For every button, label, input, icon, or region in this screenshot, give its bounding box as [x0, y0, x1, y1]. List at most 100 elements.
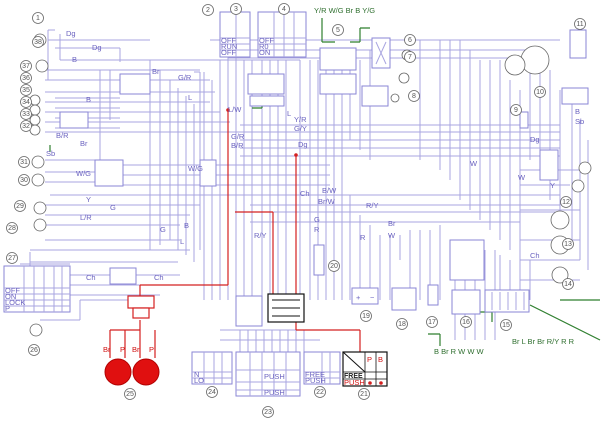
- label-left-dg: Dg: [66, 29, 76, 38]
- label-left-b2: B: [86, 95, 91, 104]
- switch-27-row-0: OFF: [5, 286, 20, 295]
- switch-11: [569, 29, 587, 59]
- connector-right-mid: [539, 149, 559, 181]
- component-number-16: 16: [460, 316, 472, 328]
- component-number-32: 32: [20, 120, 32, 132]
- switch-21-col-0: P: [367, 355, 372, 364]
- wire-labels: Y/R W/G Br B Y/G L/W Dg B B Sb B/R Br G/…: [46, 6, 584, 356]
- lamp-label-0: Br: [103, 345, 111, 354]
- component-number-31: 31: [18, 156, 30, 168]
- label-br: Br: [80, 139, 88, 148]
- label-ch: Ch: [300, 189, 310, 198]
- component-number-text: 18: [398, 321, 406, 328]
- lamp-label-2: Br: [132, 345, 140, 354]
- label-g-left: G: [110, 203, 116, 212]
- component-number-text: 1: [36, 15, 40, 22]
- component-number-1: 1: [32, 12, 44, 24]
- switch-21-col-1: B: [378, 355, 383, 364]
- component-number-text: 31: [20, 159, 28, 166]
- label-gr: G/R: [178, 73, 192, 82]
- component-number-24: 24: [206, 386, 218, 398]
- label-w-mid2: W: [388, 231, 396, 240]
- lamp-label-1: P: [120, 345, 125, 354]
- connector-left-upper: [119, 73, 151, 95]
- component-number-text: 4: [282, 6, 286, 13]
- label-l-left: L: [180, 237, 184, 246]
- connector-top-center-b: [249, 95, 285, 107]
- switch-21-row-1: PUSH: [344, 378, 365, 387]
- component-number-35: 35: [20, 84, 32, 96]
- label-y-r: Y/R: [294, 115, 307, 124]
- label-b-left3: B: [184, 221, 189, 230]
- switch-27-row-1: ON: [5, 292, 16, 301]
- switch-22-row-1: PUSH: [305, 376, 326, 385]
- component-number-text: 38: [34, 39, 42, 46]
- label-sb: Sb: [46, 149, 55, 158]
- label-ch-left: Ch: [86, 273, 96, 282]
- label-y-right: Y: [550, 181, 555, 190]
- component-number-8: 8: [408, 90, 420, 102]
- fuse-9: [519, 111, 529, 129]
- label-connector-5: Y/R W/G Br B Y/G: [314, 6, 375, 15]
- label-dg-left: Dg: [92, 43, 102, 52]
- component-number-text: 25: [126, 391, 134, 398]
- label-ch-left2: Ch: [154, 273, 164, 282]
- switch-24-row-1: LO: [194, 376, 204, 385]
- label-r-left: R: [360, 233, 366, 242]
- component-number-21: 21: [358, 388, 370, 400]
- label-br-top: Br: [152, 67, 160, 76]
- connectors: [59, 47, 589, 327]
- label-b-w: B/W: [322, 186, 337, 195]
- label-r-y: R/Y: [254, 231, 267, 240]
- component-number-29: 29: [14, 200, 26, 212]
- switch-24-row-0: N: [194, 370, 199, 379]
- label-dg-mid: Dg: [298, 140, 308, 149]
- svg-text:+: +: [356, 293, 361, 302]
- component-number-text: 19: [362, 313, 370, 320]
- label-l1: L: [188, 93, 192, 102]
- component-number-20: 20: [328, 260, 340, 272]
- component-number-text: 22: [316, 389, 324, 396]
- component-number-10: 10: [534, 86, 546, 98]
- component-number-text: 34: [22, 99, 30, 106]
- component-number-38: 38: [32, 36, 44, 48]
- component-number-26: 26: [28, 344, 40, 356]
- label-l-r: L/R: [80, 213, 92, 222]
- battery-19: [351, 287, 379, 305]
- svg-text:−: −: [370, 293, 375, 302]
- switch-3-row-2: OFF: [221, 48, 236, 57]
- component-number-text: 10: [536, 89, 544, 96]
- connector-15: [484, 289, 530, 313]
- component-number-9: 9: [510, 104, 522, 116]
- label-g-y: G/Y: [294, 124, 307, 133]
- label-w-right: W: [518, 173, 526, 182]
- unit-16: [451, 289, 481, 315]
- component-number-37: 37: [20, 60, 32, 72]
- component-number-text: 15: [502, 322, 510, 329]
- component-number-text: 2: [206, 7, 210, 14]
- component-number-text: 36: [22, 75, 30, 82]
- label-ch-right: Ch: [530, 251, 540, 260]
- label-w-g2: W/G: [76, 169, 91, 178]
- component-number-text: 21: [360, 391, 368, 398]
- switch-3-row-1: RUN: [221, 42, 237, 51]
- label-b-r2: B/R: [231, 141, 244, 150]
- connector-right-16: [449, 239, 485, 281]
- component-number-6: 6: [404, 34, 416, 46]
- label-b-right: B: [575, 107, 580, 116]
- part-18: [391, 287, 417, 311]
- component-number-19: 19: [360, 310, 372, 322]
- connector-left-mid: [94, 159, 124, 187]
- component-number-33: 33: [20, 108, 32, 120]
- component-number-34: 34: [20, 96, 32, 108]
- label-r-mid: R: [314, 225, 320, 234]
- connector-left-low: [109, 267, 137, 285]
- component-number-text: 7: [408, 54, 412, 61]
- component-number-text: 29: [16, 203, 24, 210]
- component-number-text: 13: [564, 241, 572, 248]
- component-number-18: 18: [396, 318, 408, 330]
- label-lw: L/W: [228, 105, 242, 114]
- component-number-text: 20: [330, 263, 338, 270]
- switch-tables: OFF RUN OFF OFF R0 ON OFF ON LOCK P N LO…: [3, 11, 388, 397]
